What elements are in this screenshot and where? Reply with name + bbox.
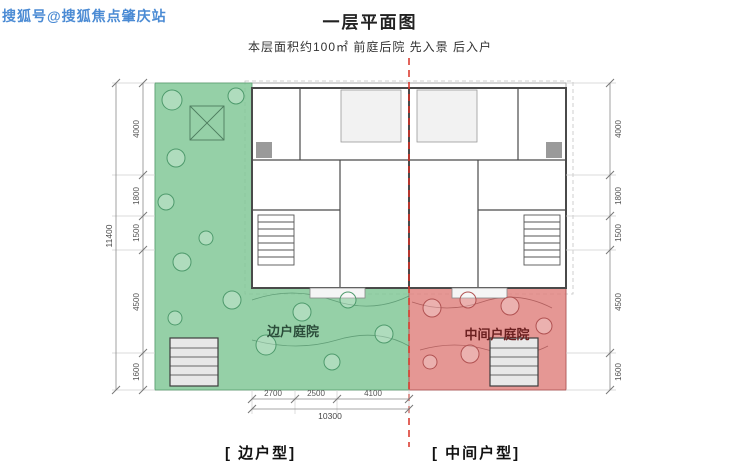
entrance-left <box>169 337 219 387</box>
left-unit-type-label: [ 边户型] <box>225 445 297 462</box>
dimension-bottom: 2700 2500 4100 10300 <box>247 389 414 421</box>
right-terrace <box>416 89 478 143</box>
right-unit-type-label: [ 中间户型] <box>432 445 521 462</box>
watermark: 搜狐号@搜狐焦点肇庆站 <box>2 8 167 24</box>
dim-left-4: 4500 <box>132 293 141 311</box>
dim-left-3: 1500 <box>132 224 141 242</box>
entrance-right <box>489 337 539 387</box>
page-title: 一层平面图 <box>322 13 418 32</box>
dim-right-4: 4500 <box>614 293 623 311</box>
building-walls <box>251 87 567 299</box>
dim-left-1: 4000 <box>132 120 141 138</box>
left-terrace <box>340 89 402 143</box>
stairs-right-unit <box>523 214 561 266</box>
dimension-left: 4000 1800 1500 4500 1600 11400 <box>104 78 155 395</box>
right-shaft <box>546 142 562 158</box>
dim-bottom-total: 10300 <box>318 411 342 421</box>
right-courtyard-label: 中间户庭院 <box>464 327 529 342</box>
left-courtyard-label: 边户庭院 <box>266 324 319 339</box>
left-garden-steps <box>309 287 366 299</box>
pergola <box>189 105 225 141</box>
trees-right-courtyard <box>422 291 553 370</box>
dim-bottom-2: 2500 <box>307 389 325 398</box>
dimension-right: 4000 1800 1500 4500 1600 <box>566 78 623 395</box>
dim-left-2: 1800 <box>132 187 141 205</box>
dim-right-5: 1600 <box>614 363 623 381</box>
dim-right-2: 1800 <box>614 187 623 205</box>
dim-right-3: 1500 <box>614 224 623 242</box>
left-shaft <box>256 142 272 158</box>
dim-right-1: 4000 <box>614 120 623 138</box>
trees-left-courtyard <box>157 87 394 371</box>
dim-left-total: 11400 <box>104 224 114 247</box>
stairs-left-unit <box>257 214 295 266</box>
dim-left-5: 1600 <box>132 363 141 381</box>
page-subtitle: 本层面积约100㎡ 前庭后院 先入景 后入户 <box>247 40 493 54</box>
dim-bottom-3: 4100 <box>364 389 382 398</box>
dim-bottom-1: 2700 <box>264 389 282 398</box>
right-garden-steps <box>451 287 508 299</box>
